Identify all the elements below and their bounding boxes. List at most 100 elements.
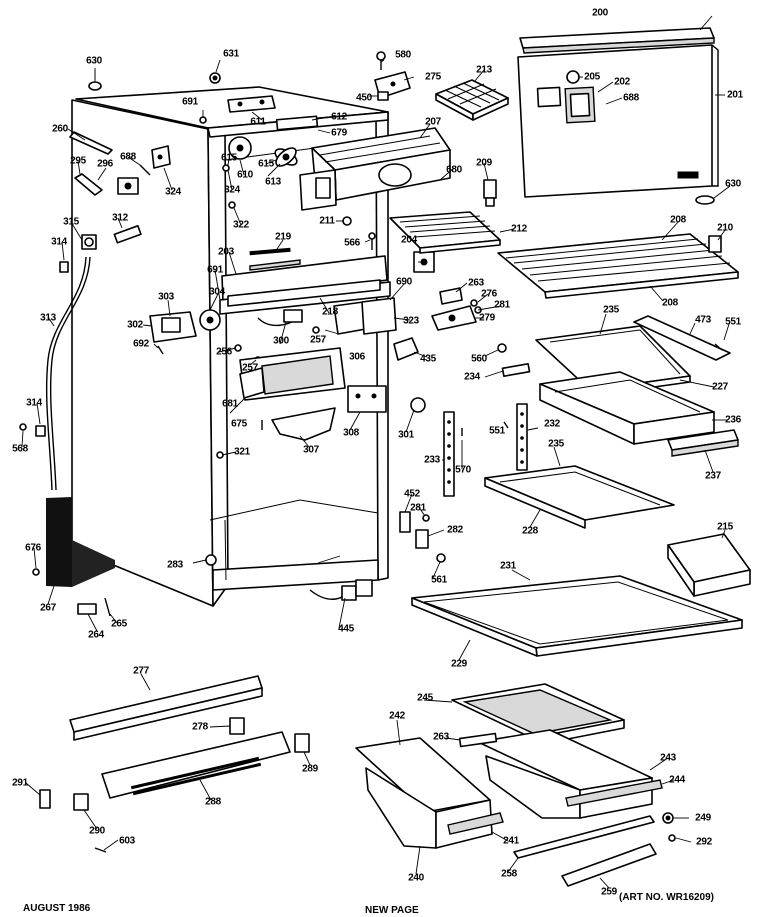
bracket-296 [117, 177, 139, 195]
callout-675: 675 [231, 418, 247, 430]
screw-257-a [312, 326, 320, 334]
callout-212: 212 [511, 223, 527, 235]
callout-200: 200 [592, 7, 608, 19]
callout-321: 321 [234, 446, 250, 458]
bracket-452 [399, 511, 411, 533]
callout-630-right: 630 [725, 178, 741, 190]
screw-551-top [714, 343, 723, 351]
callout-283: 283 [167, 559, 183, 571]
screw-551-lower [503, 421, 509, 429]
callout-244: 244 [669, 774, 685, 786]
callout-630-left: 630 [86, 55, 102, 67]
callout-265: 265 [111, 618, 127, 630]
callout-258: 258 [501, 868, 517, 880]
gasket-630-right [695, 195, 715, 205]
callout-277: 277 [133, 665, 149, 677]
screw-580 [376, 51, 386, 70]
part-234 [501, 363, 531, 377]
handle-260 [67, 128, 113, 155]
callout-203: 203 [218, 246, 234, 258]
callout-236: 236 [725, 414, 741, 426]
screw-322 [228, 201, 236, 209]
callout-681: 681 [222, 398, 238, 410]
part-291 [39, 789, 51, 809]
part-314-top [59, 261, 69, 273]
knob-304 [199, 309, 221, 331]
callout-281-top: 281 [494, 299, 510, 311]
callout-679: 679 [331, 127, 347, 139]
grille-288 [101, 731, 291, 799]
part-631 [209, 72, 221, 84]
duct-680 [299, 169, 337, 211]
bracket-611 [227, 95, 276, 113]
callout-211: 211 [319, 215, 335, 227]
callout-289: 289 [302, 763, 318, 775]
callout-256: 256 [216, 346, 232, 358]
part-295 [74, 173, 103, 196]
leader-lines [21, 15, 731, 889]
callout-210: 210 [717, 222, 733, 234]
pan-236 [539, 371, 715, 445]
roller-264 [77, 603, 97, 615]
art-number: (ART NO. WR16209) [619, 892, 715, 903]
callout-240: 240 [408, 872, 424, 884]
callout-568: 568 [12, 443, 28, 455]
callout-445: 445 [338, 623, 354, 635]
screw-615 [222, 164, 230, 172]
callout-234: 234 [464, 371, 480, 383]
callout-452: 452 [404, 488, 420, 500]
fan-blade-613 [274, 147, 298, 167]
thermostat-209 [483, 179, 497, 207]
callout-201: 201 [727, 89, 743, 101]
rail-277 [69, 675, 263, 741]
callout-232: 232 [544, 418, 560, 430]
callout-276: 276 [481, 288, 497, 300]
callout-306: 306 [349, 351, 365, 363]
heater-212 [389, 211, 501, 254]
callout-257-left: 257 [242, 362, 258, 374]
part-278 [229, 717, 245, 735]
callout-208-bottom: 208 [662, 297, 678, 309]
callout-249: 249 [695, 812, 711, 824]
pin-312 [113, 224, 142, 244]
callout-688-right: 688 [623, 92, 639, 104]
callout-263-top: 263 [468, 277, 484, 289]
shelf-support-218 [227, 279, 381, 307]
callout-324-center: 324 [224, 184, 240, 196]
callout-551-lower: 551 [489, 425, 505, 437]
callout-288: 288 [205, 796, 221, 808]
shield-307 [271, 407, 336, 441]
callout-611: 611 [250, 116, 266, 128]
bulb-301 [410, 397, 426, 413]
part-276 [470, 299, 478, 307]
wiring-harness-445 [309, 579, 373, 601]
door-liner-201 [517, 44, 719, 198]
callout-205: 205 [584, 71, 600, 83]
screw-568 [19, 423, 27, 431]
callout-610: 610 [237, 169, 253, 181]
callout-291: 291 [12, 777, 28, 789]
bracket-282 [415, 529, 429, 549]
callout-233: 233 [424, 454, 440, 466]
callout-313: 313 [40, 312, 56, 324]
rail-233 [443, 411, 455, 497]
shelf-228 [484, 465, 675, 529]
hinge-263-top [439, 287, 463, 305]
rail-258 [513, 815, 655, 859]
screw-603 [94, 847, 107, 853]
callout-560: 560 [471, 353, 487, 365]
callout-314-bottom: 314 [26, 397, 42, 409]
motor-612 [275, 115, 319, 131]
pan-cover-237 [667, 429, 739, 457]
callout-215: 215 [717, 521, 733, 533]
callout-231: 231 [500, 560, 516, 572]
callout-209: 209 [476, 157, 492, 169]
callout-314-top: 314 [51, 236, 67, 248]
callout-218: 218 [322, 306, 338, 318]
rail-232 [516, 403, 528, 471]
callout-279: 279 [479, 312, 495, 324]
callout-263-lower: 263 [433, 731, 449, 743]
callout-615-left: 615 [221, 152, 237, 164]
screw-676 [32, 568, 40, 576]
screw-211 [342, 216, 352, 226]
